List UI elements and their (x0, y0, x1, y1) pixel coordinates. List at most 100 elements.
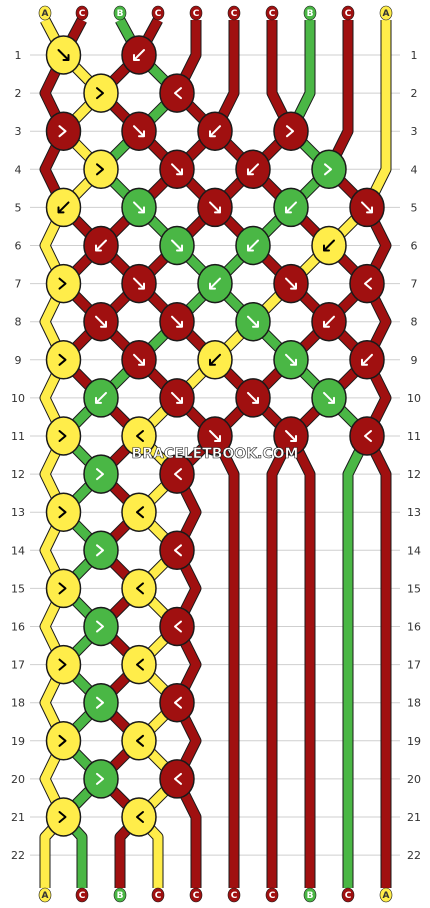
strand-end-bottom (113, 887, 127, 903)
row-number-left: 10 (11, 392, 25, 405)
knot-bf (159, 454, 195, 494)
row-number-right: 8 (411, 316, 418, 329)
strand-end-top (303, 5, 317, 21)
knot-bwd (235, 149, 271, 190)
row-number-left: 17 (11, 659, 25, 672)
row-number-right: 18 (407, 697, 421, 710)
row-number-right: 5 (411, 201, 418, 214)
knot-arrow-icon (58, 734, 67, 747)
knot-bf (159, 606, 195, 647)
strand-letter-top: A (42, 9, 49, 19)
knot-arrow-icon (247, 163, 259, 176)
knot-arrow-icon (209, 125, 221, 138)
knot-oval (121, 644, 157, 685)
knot-fwd (159, 378, 195, 418)
knot-fwd (235, 301, 271, 342)
strand-letter-bottom: A (42, 891, 49, 901)
knot-fwd (83, 301, 119, 342)
strand-end-bottom (189, 887, 203, 903)
knot-bwd (83, 225, 119, 266)
row-number-left: 14 (11, 544, 25, 557)
knot-arrow-icon (96, 772, 104, 785)
knot-oval (159, 454, 195, 494)
row-number-left: 7 (15, 278, 22, 291)
knot-fwd (197, 187, 233, 228)
knot-arrow-icon (247, 315, 259, 328)
knot-arrow-icon (136, 811, 144, 823)
knot-arrow-icon (247, 239, 259, 252)
strand-end-top (227, 5, 241, 21)
knot-fb (83, 149, 119, 190)
knot-fwd (159, 225, 195, 266)
row-number-right: 17 (407, 659, 421, 672)
knot-fwd (273, 263, 309, 304)
knot-arrow-icon (96, 620, 104, 633)
knot-arrow-icon (174, 87, 182, 100)
row-number-right: 10 (407, 392, 421, 405)
knot-oval (121, 416, 157, 456)
row-number-left: 21 (11, 811, 25, 824)
knot-fb (83, 73, 119, 113)
knot-arrow-icon (285, 277, 297, 290)
knot-arrow-icon (136, 506, 144, 519)
knot-arrow-icon (95, 391, 107, 404)
row-number-left: 2 (15, 87, 22, 100)
knot-bf (121, 416, 157, 456)
knot-bf (349, 416, 385, 456)
knot-arrow-icon (209, 201, 221, 214)
row-number-right: 9 (411, 354, 418, 367)
knot-arrow-icon (136, 734, 144, 747)
knot-bwd (83, 378, 119, 418)
knot-arrow-icon (364, 430, 372, 442)
knot-arrow-icon (171, 315, 183, 328)
strand-end-bottom (265, 887, 279, 903)
row-number-right: 7 (411, 278, 418, 291)
strand-letter-top: B (117, 9, 124, 19)
row-number-left: 20 (11, 773, 25, 786)
knot-bf (349, 263, 385, 304)
knot-arrow-icon (361, 201, 373, 214)
knot-arrow-icon (174, 468, 182, 481)
row-number-right: 15 (407, 582, 421, 595)
row-number-right: 16 (407, 621, 421, 634)
row-number-right: 13 (407, 506, 421, 519)
knot-oval (159, 73, 195, 113)
strand-letter-bottom: C (345, 891, 352, 901)
knot-arrow-icon (286, 125, 294, 138)
knot-oval (83, 606, 119, 647)
knot-arrow-icon (58, 430, 67, 442)
row-number-left: 6 (15, 240, 22, 253)
knot-oval (83, 149, 119, 190)
knot-arrow-icon (58, 353, 67, 366)
knot-oval (349, 263, 385, 304)
knot-arrow-icon (171, 239, 183, 252)
knot-arrow-icon (285, 430, 297, 442)
knot-fwd (349, 187, 385, 228)
knot-arrow-icon (133, 125, 145, 138)
strand-letter-top: C (269, 9, 276, 19)
knot-bwd (311, 225, 347, 266)
knot-arrow-icon (57, 49, 70, 61)
knot-bf (121, 568, 157, 609)
knot-fwd (159, 301, 195, 342)
knot-arrow-icon (96, 544, 104, 557)
knot-fb (45, 111, 82, 151)
strand-end-bottom (227, 887, 241, 903)
knot-bwd (197, 340, 233, 380)
knot-oval (45, 568, 82, 609)
knot-arrow-icon (96, 87, 104, 100)
knot-bf (121, 492, 157, 532)
knot-arrow-icon (323, 239, 335, 252)
strand-end-top (38, 5, 52, 21)
knot-oval (83, 530, 119, 571)
row-number-left: 12 (11, 468, 25, 481)
knot-arrow-icon (136, 582, 144, 595)
knot-arrow-icon (323, 391, 335, 404)
knot-fb (83, 530, 119, 571)
knot-arrow-icon (247, 391, 259, 404)
knot-oval (45, 111, 82, 151)
knot-arrow-icon (133, 201, 145, 214)
row-number-left: 19 (11, 735, 25, 748)
